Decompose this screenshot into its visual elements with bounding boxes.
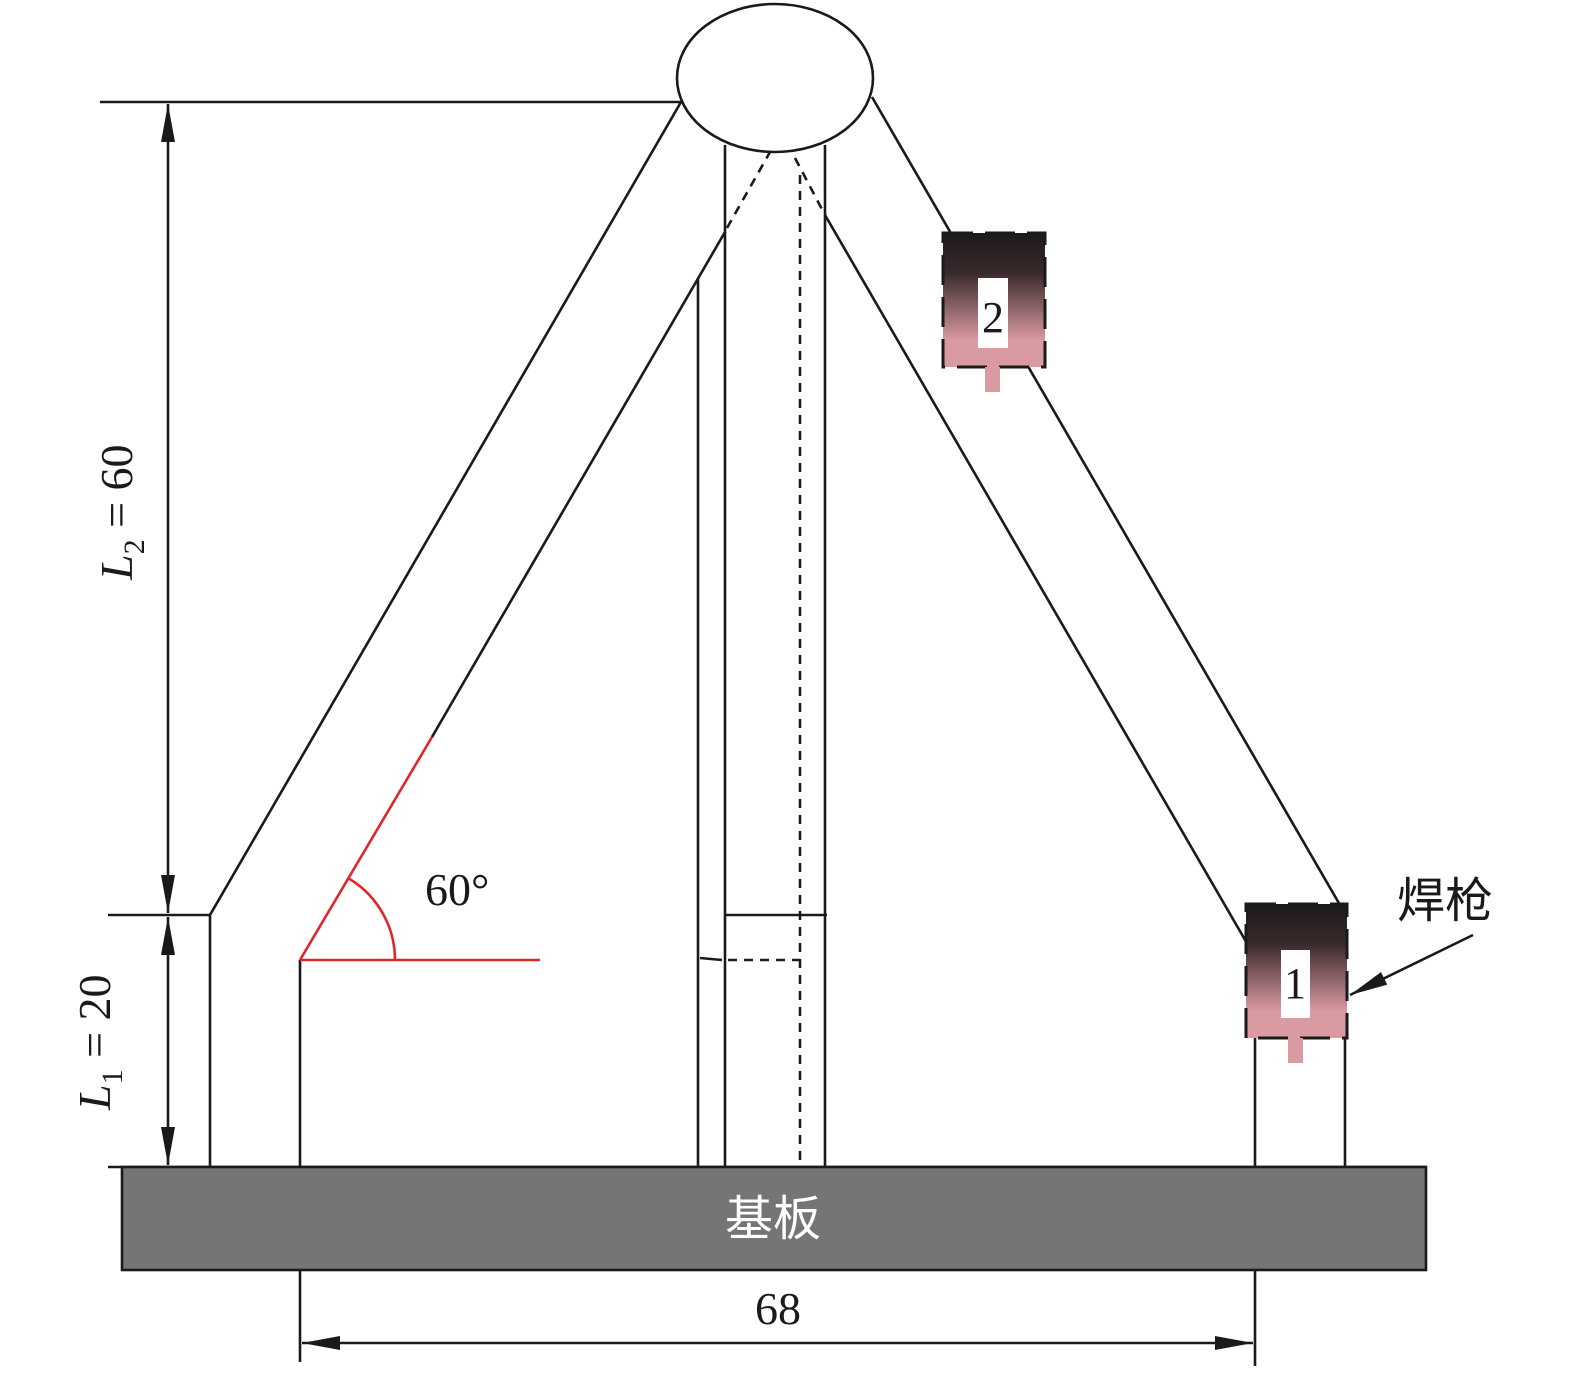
substrate: 基板 <box>108 1165 1428 1272</box>
l1-dimension: L1 = 20 <box>69 974 129 1111</box>
top-node <box>675 2 875 154</box>
height-dimensions: L2 = 60 L1 = 20 <box>69 100 681 1165</box>
width-dimension: 68 <box>298 1270 1257 1366</box>
width-label: 68 <box>755 1283 801 1334</box>
welding-torch-2: 2 <box>941 231 1047 392</box>
torch-label: 焊枪 <box>1397 873 1493 929</box>
substrate-label: 基板 <box>725 1191 821 1247</box>
angle-label: 60° <box>425 864 489 915</box>
welding-torch-1: 1 <box>1244 902 1349 1063</box>
center-column <box>696 145 827 1167</box>
angle-annotation: 60° <box>298 736 540 962</box>
left-strut <box>208 101 727 1167</box>
torch-1-number: 1 <box>1284 959 1306 1008</box>
l2-dimension: L2 = 60 <box>91 444 151 581</box>
torch-callout: 焊枪 <box>1349 873 1493 997</box>
torch-2-number: 2 <box>982 293 1004 342</box>
